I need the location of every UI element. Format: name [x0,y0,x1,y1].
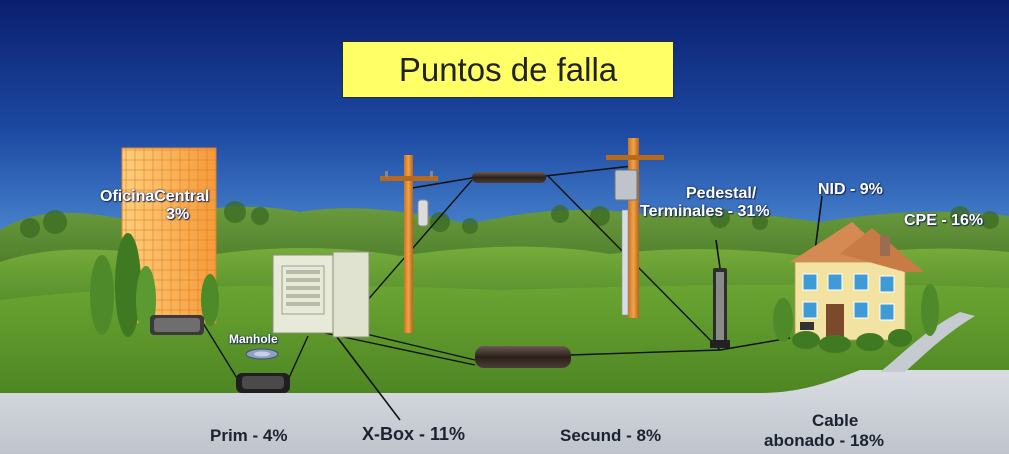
buried-closure-left [150,315,204,335]
grass [0,284,1009,400]
primary-closure [236,373,290,393]
label-oficina-central: OficinaCentral 3% [100,188,209,225]
label-xbox: X-Box - 11% [362,424,466,444]
aerial-splice-closure [472,172,546,183]
page-title: Puntos de falla [398,50,618,88]
utility-pole-right [606,138,664,318]
xbox-cabinet [272,251,370,338]
label-nid: NID - 9% [818,181,883,198]
label-pedestal-line1: Pedestal/ [686,185,757,202]
pedestal [710,268,730,348]
driveway [880,312,975,372]
tree-line [20,201,999,238]
title-box: Puntos de falla [342,41,674,98]
label-prim: Prim - 4% [210,426,288,445]
label-oficina-line2: 3% [166,206,190,224]
label-manhole: Manhole [229,332,278,346]
label-cable-line2: abonado - 18% [764,430,884,450]
label-pedestal: Pedestal/ Terminales - 31% [640,185,770,222]
house [773,222,939,353]
road [0,370,1009,454]
label-pedestal-line2: Terminales - 31% [640,203,770,221]
label-cpe: CPE - 16% [904,212,984,229]
label-oficina-line1: OficinaCentral [100,188,210,205]
cypress-trees [90,233,219,337]
label-cable-line1: Cable [812,411,859,430]
utility-pole-left [380,155,438,333]
secondary-closure [475,346,571,368]
label-secund: Secund - 8% [560,426,662,445]
house-shrubs [773,284,939,353]
label-cable-abonado: Cable abonado - 18% [764,411,884,450]
manhole [245,348,279,360]
